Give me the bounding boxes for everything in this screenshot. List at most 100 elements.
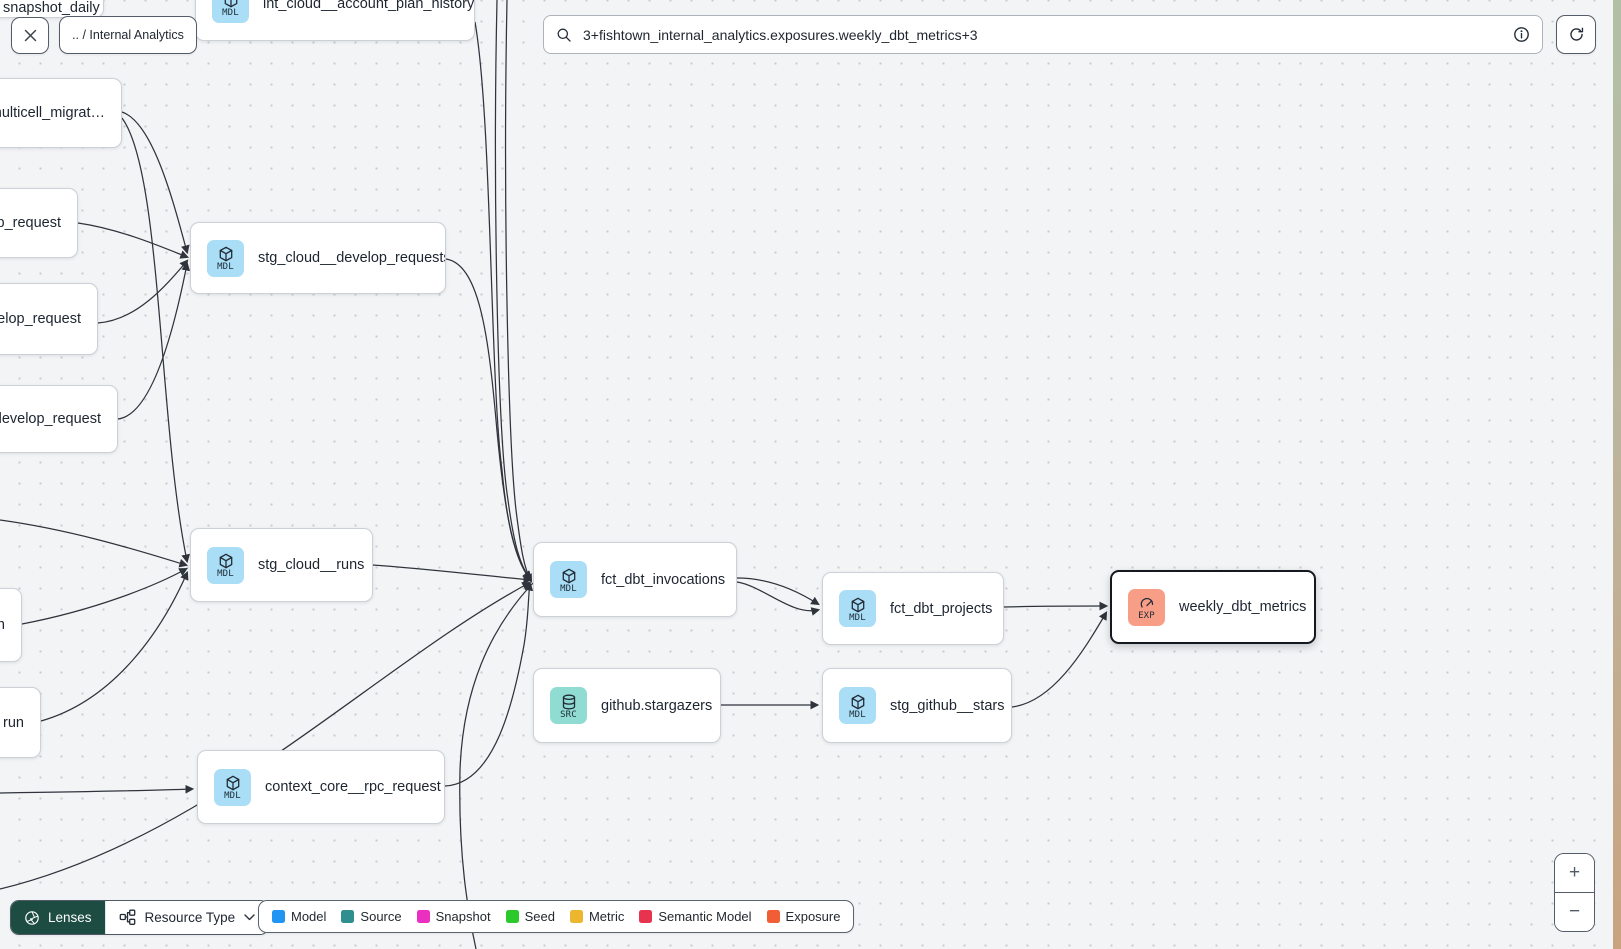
node-multicell_migrat[interactable]: multicell_migrat…	[0, 78, 122, 148]
edge-offscreen-top-2-to-fct_dbt_invocations	[504, 0, 533, 583]
legend-swatch	[766, 910, 780, 923]
legend-label: Exposure	[785, 909, 841, 924]
info-icon[interactable]	[1513, 26, 1530, 43]
node-fct_dbt_projects[interactable]: MDL fct_dbt_projects	[822, 572, 1004, 645]
edge-offscreen-left-2-to-context_core__rpc_request	[0, 784, 195, 794]
close-icon	[24, 29, 36, 42]
legend-item: Source	[341, 909, 402, 924]
node-type-badge-label: MDL	[217, 569, 234, 579]
legend-swatch	[569, 910, 583, 923]
node-type-badge-label: MDL	[217, 262, 234, 272]
node-weekly_dbt_metrics[interactable]: EXP weekly_dbt_metrics	[1110, 570, 1316, 644]
node-label: multicell_migrat…	[0, 105, 105, 121]
edge-fct_dbt_projects-to-weekly_dbt_metrics	[1003, 601, 1109, 611]
cube-icon	[226, 775, 239, 791]
edge-fct_dbt_invocations-to-fct_dbt_projects-b	[736, 581, 821, 616]
edge-context_core__rpc_request-to-fct_dbt_invocations	[444, 581, 534, 787]
close-button[interactable]	[11, 17, 49, 54]
search-bar	[543, 15, 1543, 54]
cube-icon	[851, 597, 864, 612]
edge-fct_dbt_invocations-to-fct_dbt_projects	[736, 577, 820, 606]
legend-item: Exposure	[766, 909, 841, 924]
node-snapshot_daily[interactable]: snapshot_daily	[0, 0, 104, 18]
node-label: fct_dbt_invocations	[601, 571, 726, 588]
legend-label: Snapshot	[435, 909, 491, 924]
node-label: weekly_dbt_metrics	[1179, 599, 1307, 615]
node-label: fct_dbt_projects	[890, 600, 993, 617]
node-type-badge-label: MDL	[224, 791, 241, 801]
node-label: int_cloud__account_plan_history	[263, 0, 475, 12]
resource-type-dropdown[interactable]: Resource Type	[104, 901, 269, 934]
node-velop_request[interactable]: velop_request	[0, 283, 98, 355]
zoom-out-button[interactable]: −	[1555, 893, 1594, 931]
edge-develop_request-to-stg_cloud__develop_requests	[117, 261, 191, 420]
node-int_cloud__account_plan_history[interactable]: MDL int_cloud__account_plan_history	[195, 0, 475, 41]
legend-label: Metric	[588, 909, 625, 924]
node-left_run[interactable]: run	[0, 687, 41, 758]
chevron-down-icon	[244, 914, 255, 921]
node-type-badge: MDL	[207, 239, 244, 277]
node-stg_cloud__runs[interactable]: MDL stg_cloud__runs	[190, 528, 373, 602]
zoom-in-button[interactable]: +	[1555, 854, 1594, 893]
edge-stg_github__stars-to-weekly_dbt_metrics	[1011, 611, 1108, 708]
lenses-button[interactable]: Lenses	[11, 901, 105, 934]
edge-velop_request-to-stg_cloud__develop_requests	[97, 259, 189, 324]
node-type-badge: MDL	[839, 590, 876, 627]
legend-swatch	[639, 910, 653, 923]
node-label: velop_request	[0, 311, 81, 327]
cube-icon	[224, 0, 237, 8]
zoom-controls: + −	[1554, 853, 1595, 932]
node-github.stargazers[interactable]: SRC github.stargazers	[533, 668, 721, 743]
node-stg_github__stars[interactable]: MDL stg_github__stars	[822, 668, 1012, 743]
node-develop_request[interactable]: develop_request	[0, 385, 118, 453]
node-label: snapshot_daily	[3, 0, 100, 16]
legend-label: Seed	[524, 909, 555, 924]
edge-left_run-to-stg_cloud__runs	[40, 570, 189, 722]
node-left_n[interactable]: n	[0, 588, 22, 662]
node-type-badge: EXP	[1128, 588, 1165, 626]
cube-icon	[851, 694, 864, 709]
refresh-icon	[1569, 27, 1583, 41]
desktop-edge	[1613, 0, 1621, 949]
legend-swatch	[505, 910, 519, 923]
legend-swatch	[341, 910, 355, 923]
legend-item: Semantic Model	[639, 909, 752, 924]
node-type-badge-label: SRC	[560, 709, 577, 720]
edge-stg_cloud__develop_requests-to-fct_dbt_invocations	[445, 258, 532, 581]
node-stg_cloud__develop_requests[interactable]: MDL stg_cloud__develop_requests	[190, 222, 446, 294]
legend-label: Semantic Model	[658, 909, 752, 924]
refresh-button[interactable]	[1556, 15, 1596, 54]
cube-icon	[562, 568, 575, 583]
breadcrumb[interactable]: .. / Internal Analytics	[59, 16, 197, 54]
edge-offscreen-top-1-to-fct_dbt_invocations	[494, 0, 532, 581]
edge-stg_cloud__runs-to-fct_dbt_invocations	[372, 564, 533, 584]
node-label: stg_github__stars	[890, 697, 1005, 714]
node-label: context_core__rpc_request	[265, 779, 441, 795]
legend: Model Source Snapshot Seed Metric Semant…	[258, 900, 855, 933]
node-type-badge: MDL	[207, 546, 244, 584]
node-p_request[interactable]: p_request	[0, 188, 78, 258]
aperture-icon	[25, 910, 39, 925]
legend-item: Seed	[505, 909, 555, 924]
node-label: stg_cloud__runs	[258, 557, 365, 573]
node-fct_dbt_invocations[interactable]: MDL fct_dbt_invocations	[533, 542, 737, 617]
legend-label: Source	[360, 909, 402, 924]
node-type-badge: MDL	[212, 0, 249, 23]
cube-icon	[219, 553, 232, 569]
node-context_core__rpc_request[interactable]: MDL context_core__rpc_request	[197, 750, 445, 824]
node-type-badge-label: MDL	[222, 8, 239, 18]
node-label: p_request	[0, 215, 61, 231]
node-label: run	[3, 714, 24, 731]
edge-offscreen-bottom-left-to-fct_dbt_invocations	[0, 581, 531, 890]
node-type-badge-label: MDL	[849, 612, 866, 623]
node-type-badge-label: MDL	[849, 709, 866, 720]
search-icon	[557, 28, 571, 42]
node-label: develop_request	[0, 411, 101, 427]
edge-offscreen-left-1-to-stg_cloud__runs	[0, 519, 189, 568]
node-type-badge: MDL	[214, 768, 251, 806]
legend-item: Metric	[569, 909, 625, 924]
edge-left_n-to-stg_cloud__runs	[21, 567, 188, 625]
search-input[interactable]	[581, 25, 1504, 44]
